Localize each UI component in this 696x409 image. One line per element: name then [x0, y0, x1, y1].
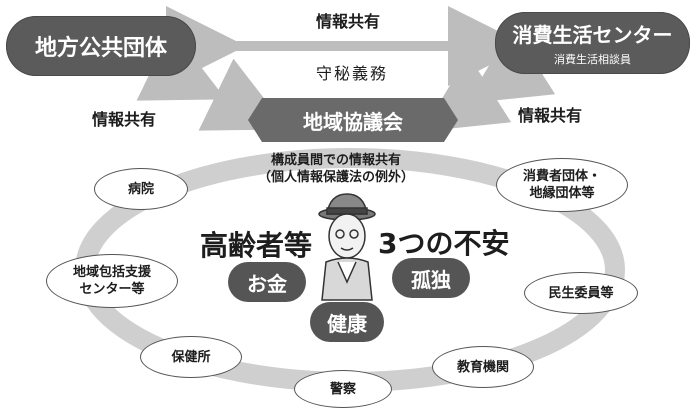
regional-council-box: 地域協議会 [248, 98, 458, 142]
node-support-center-line1: 地域包括支援 [72, 265, 151, 280]
anxiety-loneliness-badge: 孤独 [392, 258, 470, 298]
local-government-label: 地方公共団体 [34, 36, 167, 61]
anxiety-health-label: 健康 [327, 311, 367, 336]
regional-council-label: 地域協議会 [303, 109, 403, 134]
node-welfare-commissioner: 民生委員等 [524, 272, 638, 314]
member-info-share-line1: 構成員間での情報共有 [271, 153, 402, 168]
node-education-label: 教育機関 [456, 359, 509, 375]
consumer-center-label: 消費生活センター [512, 23, 673, 47]
node-consumer-groups-line1: 消費者団体・ [522, 169, 601, 184]
node-health-center: 保健所 [140, 336, 242, 378]
anxiety-money-label: お金 [247, 271, 287, 296]
anxiety-money-badge: お金 [228, 262, 306, 302]
node-police-label: 警察 [329, 381, 356, 397]
confidentiality-label: 守秘義務 [316, 64, 389, 83]
node-support-center: 地域包括支援 センター等 [46, 254, 178, 308]
node-police: 警察 [294, 370, 392, 408]
info-share-top-label: 情報共有 [316, 12, 381, 31]
elderly-person-illustration [318, 193, 376, 301]
three-anxieties-label: 3つの不安 [378, 227, 510, 260]
arrow-local-council [136, 28, 289, 131]
node-welfare-commissioner-label: 民生委員等 [548, 285, 614, 301]
anxiety-loneliness-label: 孤独 [411, 267, 451, 292]
member-info-share-note: 構成員間での情報共有 （個人情報保護法の例外） [258, 152, 414, 186]
consumer-counselor-label: 消費生活相談員 [554, 53, 631, 66]
node-support-center-line2: センター等 [79, 282, 145, 297]
elderly-label: 高齢者等 [200, 229, 313, 262]
anxiety-health-badge: 健康 [310, 302, 384, 342]
consumer-center-box: 消費生活センター 消費生活相談員 [495, 12, 690, 74]
local-government-box: 地方公共団体 [6, 16, 196, 76]
node-consumer-groups-line2: 地縁団体等 [529, 186, 595, 201]
info-share-right-label: 情報共有 [518, 106, 583, 125]
node-education: 教育機関 [432, 346, 534, 388]
arrow-center-council [422, 26, 556, 132]
member-info-share-line2: （個人情報保護法の例外） [258, 170, 415, 185]
node-hospital: 病院 [94, 168, 188, 210]
node-hospital-label: 病院 [127, 181, 154, 197]
info-share-left-label: 情報共有 [92, 110, 157, 129]
node-consumer-groups: 消費者団体・ 地縁団体等 [496, 158, 628, 212]
node-health-center-label: 保健所 [171, 349, 211, 365]
